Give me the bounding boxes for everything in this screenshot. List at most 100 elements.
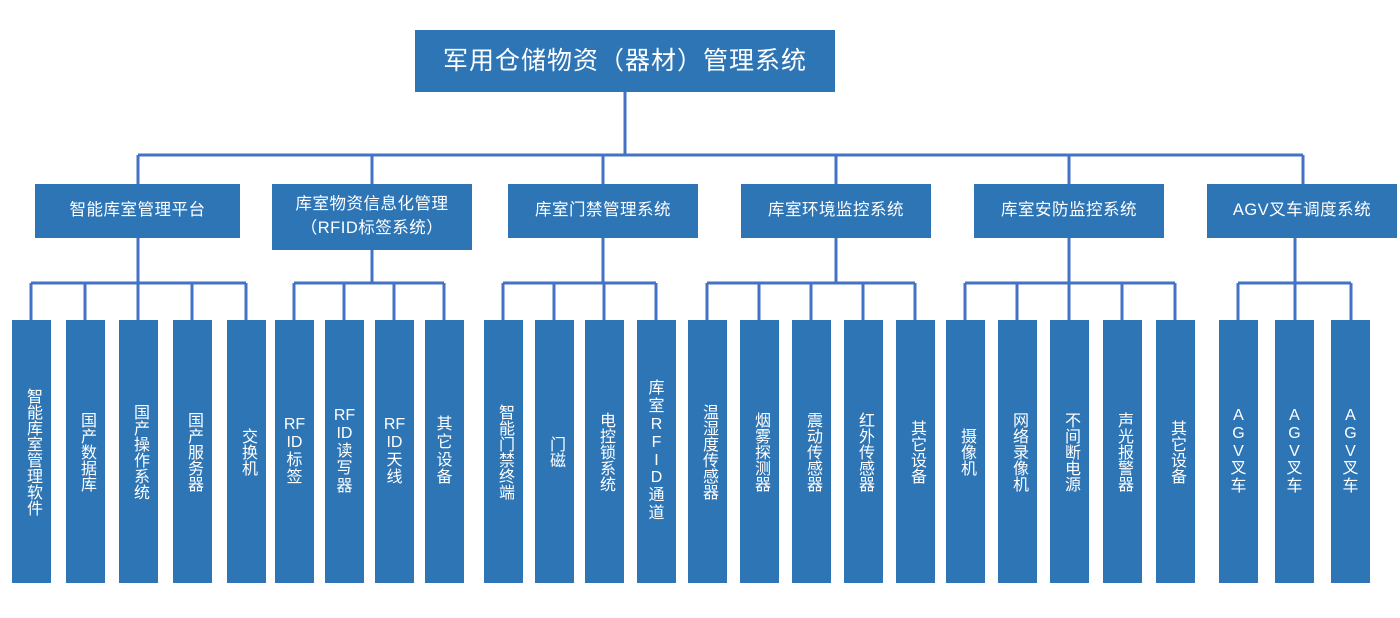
leaf-label: 库 室 R F I D 通 道 <box>648 380 664 523</box>
leaf-node-agv-forklift-2[interactable]: A G V 叉 车 <box>1275 320 1314 583</box>
leaf-label: 烟雾探测器 <box>751 411 769 492</box>
leaf-label-part-1: 其 <box>436 415 453 433</box>
leaf-label-part-2: 它 <box>436 433 453 451</box>
group-label-line-1: 智能库室管理平台 <box>69 201 206 220</box>
leaf-label-part-8: 道 <box>648 505 665 523</box>
leaf-label-part-4: 叉 <box>1286 460 1303 478</box>
leaf-label-part-4: 写 <box>336 460 353 478</box>
leaf-label-part-1: 库 <box>648 379 665 397</box>
leaf-node-other-equipment-rfid[interactable]: 其 它 设 备 <box>425 320 464 583</box>
root-node[interactable]: 军用仓储物资（器材）管理系统 <box>415 30 835 92</box>
leaf-node-rfid-channel[interactable]: 库 室 R F I D 通 道 <box>637 320 676 583</box>
leaf-label: 红外传感器 <box>855 411 873 492</box>
leaf-label-part-1: A <box>1233 406 1244 424</box>
leaf-label: RF ID 天 线 <box>384 416 405 488</box>
leaf-label-part-7: 通 <box>648 487 665 505</box>
leaf-label-part-5: I <box>654 451 659 469</box>
leaf-node-smart-access-terminal[interactable]: 智能门禁终端 <box>484 320 523 583</box>
leaf-node-smart-warehouse-software[interactable]: 智能库室管理软件 <box>12 320 51 583</box>
group-node-access-control-system[interactable]: 库室门禁管理系统 <box>508 184 698 238</box>
leaf-label-part-3: 设 <box>436 451 453 469</box>
group-label-line-1: AGV叉车调度系统 <box>1232 201 1372 220</box>
leaf-label-part-6: D <box>650 469 663 487</box>
leaf-label-part-3: V <box>1289 442 1300 460</box>
leaf-label-part-1: A <box>1289 406 1300 424</box>
leaf-label-part-5: 车 <box>1230 478 1247 496</box>
leaf-node-ups[interactable]: 不间断电源 <box>1050 320 1089 583</box>
leaf-node-temp-humidity-sensor[interactable]: 温湿度传感器 <box>688 320 727 583</box>
leaf-label-part-3: R <box>650 415 663 433</box>
leaf-label: 其 它 设 备 <box>436 416 452 488</box>
leaf-label-part-1: RF <box>383 415 406 433</box>
leaf-label: 国产服务器 <box>184 411 202 492</box>
leaf-label: RF ID 读 写 器 <box>334 407 355 497</box>
leaf-node-agv-forklift-1[interactable]: A G V 叉 车 <box>1219 320 1258 583</box>
group-label-line-2: （RFID标签系统） <box>300 219 444 237</box>
leaf-label-part-3: 读 <box>336 442 353 460</box>
leaf-node-smoke-detector[interactable]: 烟雾探测器 <box>740 320 779 583</box>
leaf-node-rfid-antenna[interactable]: RF ID 天 线 <box>375 320 414 583</box>
leaf-label: 声光报警器 <box>1114 411 1132 492</box>
leaf-label-part-3: 标 <box>286 451 303 469</box>
leaf-label: RF ID 标 签 <box>284 416 305 488</box>
leaf-label-part-3: V <box>1233 442 1244 460</box>
leaf-label: 门磁 <box>546 435 564 468</box>
leaf-label-part-2: G <box>1232 424 1245 442</box>
leaf-label: 智能门禁终端 <box>495 403 513 500</box>
group-label-line-1: 库室门禁管理系统 <box>535 201 671 220</box>
leaf-label: 国产数据库 <box>77 411 95 492</box>
leaf-label: 智能库室管理软件 <box>23 387 41 516</box>
leaf-label-part-5: 器 <box>336 478 353 496</box>
leaf-label-part-1: RF <box>283 415 306 433</box>
leaf-label-part-3: 天 <box>386 451 403 469</box>
leaf-node-infrared-sensor[interactable]: 红外传感器 <box>844 320 883 583</box>
root-label: 军用仓储物资（器材）管理系统 <box>442 46 807 75</box>
leaf-label-part-4: 签 <box>286 469 303 487</box>
leaf-node-electronic-lock-system[interactable]: 电控锁系统 <box>585 320 624 583</box>
leaf-node-nvr[interactable]: 网络录像机 <box>998 320 1037 583</box>
leaf-label: 其它设备 <box>907 419 925 484</box>
leaf-label: 不间断电源 <box>1061 411 1079 492</box>
leaf-label-part-2: G <box>1288 424 1301 442</box>
leaf-label: 震动传感器 <box>803 411 821 492</box>
leaf-label-part-4: 线 <box>386 469 403 487</box>
leaf-node-switch[interactable]: 交换机 <box>227 320 266 583</box>
leaf-label-part-3: V <box>1345 442 1356 460</box>
group-node-agv-forklift-dispatch-system[interactable]: AGV叉车调度系统 <box>1207 184 1397 238</box>
leaf-label-part-1: A <box>1345 406 1356 424</box>
leaf-node-camera[interactable]: 摄像机 <box>946 320 985 583</box>
leaf-node-rfid-reader[interactable]: RF ID 读 写 器 <box>325 320 364 583</box>
group-node-material-information-management[interactable]: 库室物资信息化管理 （RFID标签系统） <box>272 184 472 250</box>
leaf-node-other-equipment-env[interactable]: 其它设备 <box>896 320 935 583</box>
leaf-label: 电控锁系统 <box>596 411 614 492</box>
leaf-label: 温湿度传感器 <box>699 403 717 500</box>
leaf-node-other-equipment-security[interactable]: 其它设备 <box>1156 320 1195 583</box>
group-node-environment-monitoring-system[interactable]: 库室环境监控系统 <box>741 184 931 238</box>
leaf-node-door-magnetic-sensor[interactable]: 门磁 <box>535 320 574 583</box>
leaf-label: A G V 叉 车 <box>1286 407 1302 497</box>
leaf-label-part-2: G <box>1344 424 1357 442</box>
leaf-label: A G V 叉 车 <box>1342 407 1358 497</box>
leaf-label-part-4: 叉 <box>1342 460 1359 478</box>
group-node-security-monitoring-system[interactable]: 库室安防监控系统 <box>974 184 1164 238</box>
group-node-smart-warehouse-platform[interactable]: 智能库室管理平台 <box>35 184 240 238</box>
leaf-label-part-5: 车 <box>1286 478 1303 496</box>
leaf-label-part-5: 车 <box>1342 478 1359 496</box>
leaf-label-part-4: 叉 <box>1230 460 1247 478</box>
leaf-label: A G V 叉 车 <box>1230 407 1246 497</box>
leaf-node-vibration-sensor[interactable]: 震动传感器 <box>792 320 831 583</box>
leaf-node-domestic-server[interactable]: 国产服务器 <box>173 320 212 583</box>
group-label-line-1: 库室环境监控系统 <box>768 201 904 220</box>
leaf-label: 交换机 <box>238 427 256 476</box>
leaf-node-domestic-os[interactable]: 国产操作系统 <box>119 320 158 583</box>
group-label-line-1: 库室物资信息化管理 <box>295 195 449 214</box>
leaf-node-domestic-database[interactable]: 国产数据库 <box>66 320 105 583</box>
leaf-label-part-1: RF <box>333 406 356 424</box>
leaf-label-part-4: 备 <box>436 469 453 487</box>
leaf-node-agv-forklift-3[interactable]: A G V 叉 车 <box>1331 320 1370 583</box>
group-label-line-1: 库室安防监控系统 <box>1001 201 1137 220</box>
leaf-node-rfid-tag[interactable]: RF ID 标 签 <box>275 320 314 583</box>
leaf-node-audible-visual-alarm[interactable]: 声光报警器 <box>1103 320 1142 583</box>
leaf-label-part-4: F <box>651 433 662 451</box>
